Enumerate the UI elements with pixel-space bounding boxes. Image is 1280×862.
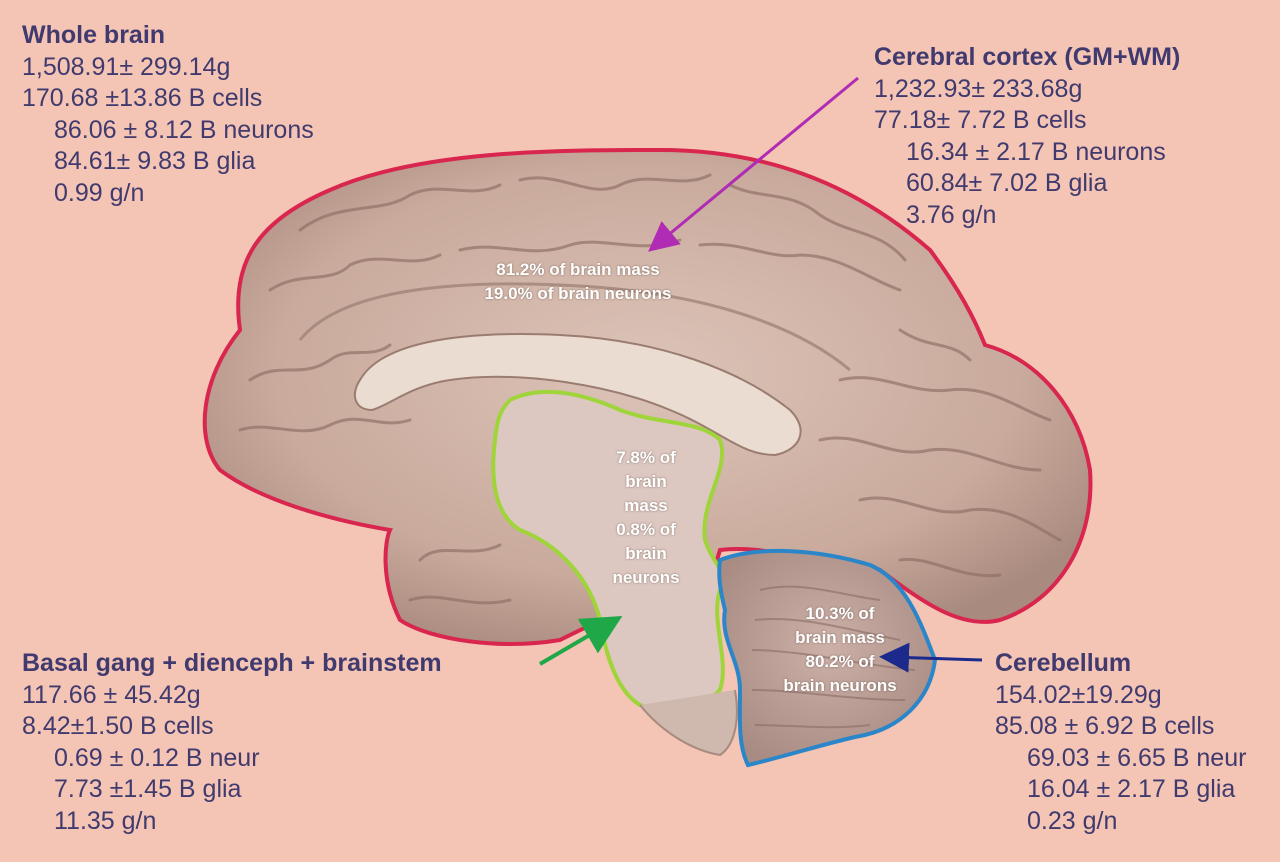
cerebellum-title: Cerebellum — [995, 649, 1132, 677]
cortex-ratio: 3.76 g/n — [906, 200, 997, 229]
cerebellum-neurons: 69.03 ± 6.65 B neur — [1027, 743, 1247, 772]
basal-ganglia-stats: Basal gang + dienceph + brainstem 117.66… — [22, 648, 442, 837]
basal-percent-label: 7.8% of brain mass 0.8% of brain neurons — [588, 446, 704, 590]
cerebellum-percent-label: 10.3% of brain mass 80.2% of brain neuro… — [744, 602, 936, 698]
basal-arrow — [538, 615, 623, 666]
cerebellum-glia: 16.04 ± 2.17 B glia — [1027, 775, 1236, 803]
cerebellum-arrow — [879, 642, 983, 673]
cortex-glia: 60.84± 7.02 B glia — [906, 169, 1108, 197]
whole-brain-mass: 1,508.91± 299.14g — [22, 52, 231, 81]
basal-pct-line: 7.8% of — [616, 448, 676, 467]
basal-ratio: 11.35 g/n — [54, 806, 157, 835]
cortex-pct-neurons: 19.0% of brain neurons — [484, 284, 672, 303]
whole-brain-ratio: 0.99 g/n — [54, 178, 145, 207]
basal-glia: 7.73 ±1.45 B glia — [54, 775, 242, 803]
basal-pct-line: brain — [625, 544, 667, 563]
cerebellum-ratio: 0.23 g/n — [1027, 806, 1118, 835]
basal-ganglia-region — [491, 389, 726, 712]
cortex-cells: 77.18± 7.72 B cells — [874, 106, 1087, 134]
corpus-callosum — [353, 333, 802, 457]
whole-brain-cells: 170.68 ±13.86 B cells — [22, 84, 263, 112]
basal-pct-line: mass — [624, 496, 668, 515]
cerebellum-mass: 154.02±19.29g — [995, 680, 1162, 709]
basal-neurons: 0.69 ± 0.12 B neur — [54, 743, 260, 772]
basal-mass: 117.66 ± 45.42g — [22, 680, 201, 709]
cerebellum-cells: 85.08 ± 6.92 B cells — [995, 712, 1215, 740]
brainstem-shape — [639, 689, 738, 757]
basal-title: Basal gang + dienceph + brainstem — [22, 649, 442, 677]
basal-cells: 8.42±1.50 B cells — [22, 712, 214, 740]
cerebellum-stats: Cerebellum 154.02±19.29g 85.08 ± 6.92 B … — [995, 648, 1246, 837]
cortex-mass: 1,232.93± 233.68g — [874, 74, 1083, 103]
cerebellum-pct-line: brain mass — [795, 628, 885, 647]
cortex-neurons: 16.34 ± 2.17 B neurons — [906, 137, 1166, 166]
basal-pct-line: 0.8% of — [616, 520, 676, 539]
cortex-pct-mass: 81.2% of brain mass — [496, 260, 660, 279]
basal-pct-line: brain — [625, 472, 667, 491]
whole-brain-title: Whole brain — [22, 21, 166, 49]
gyri-texture — [238, 173, 1062, 605]
cerebellum-pct-line: brain neurons — [783, 676, 897, 695]
basal-pct-line: neurons — [612, 568, 680, 587]
cortex-title: Cerebral cortex (GM+WM) — [874, 43, 1181, 71]
cortex-percent-label: 81.2% of brain mass 19.0% of brain neuro… — [458, 258, 698, 306]
cerebellum-pct-line: 10.3% of — [805, 604, 875, 623]
cingulate-band — [298, 282, 851, 372]
whole-brain-neurons: 86.06 ± 8.12 B neurons — [54, 115, 314, 144]
cerebellum-pct-line: 80.2% of — [805, 652, 875, 671]
whole-brain-glia: 84.61± 9.83 B glia — [54, 147, 256, 175]
cerebral-cortex-stats: Cerebral cortex (GM+WM) 1,232.93± 233.68… — [874, 42, 1180, 231]
whole-brain-stats: Whole brain 1,508.91± 299.14g 170.68 ±13… — [22, 20, 314, 209]
cortex-arrow — [648, 76, 859, 252]
